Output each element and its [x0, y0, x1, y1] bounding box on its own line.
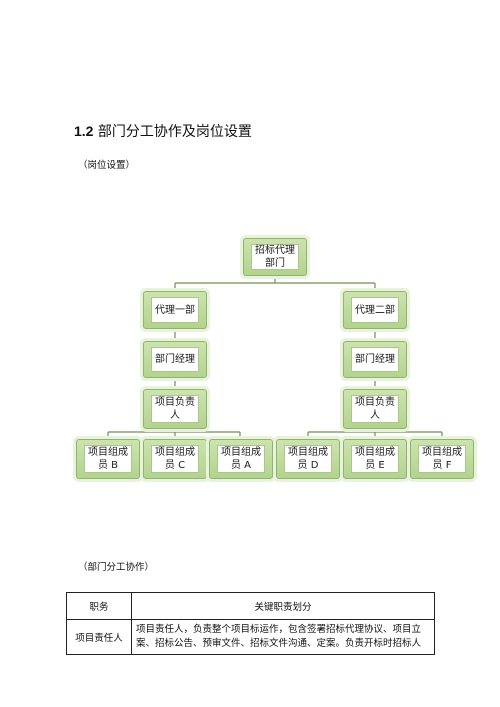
- duty-table-header-row: 职务 关键职责划分: [66, 592, 435, 620]
- org-node-member-a-label: 项目组成员 A: [217, 445, 265, 473]
- org-node-manager-2: 部门经理: [343, 341, 407, 378]
- org-node-dept-1-label: 代理一部: [151, 297, 199, 323]
- org-node-member-f-label: 项目组成员 F: [418, 445, 466, 473]
- posts-label: （岗位设置）: [78, 160, 136, 171]
- section-heading: 1.2 部门分工协作及岗位设置: [74, 121, 252, 141]
- duty-table: 职务 关键职责划分 项目责任人 项目责任人，负责整个项目标运作，包含签署招标代理…: [66, 592, 435, 655]
- org-node-root-label: 招标代理部门: [251, 244, 299, 270]
- duty-desc-cell: 项目责任人，负责整个项目标运作，包含签署招标代理协议、项目立案、招标公告、预审文…: [131, 619, 435, 655]
- section-number: 1.2: [74, 123, 94, 139]
- org-node-member-f: 项目组成员 F: [410, 439, 474, 479]
- org-node-manager-1: 部门经理: [143, 341, 207, 378]
- table-row: 项目责任人 项目责任人，负责整个项目标运作，包含签署招标代理协议、项目立案、招标…: [66, 619, 435, 655]
- org-node-dept-2: 代理二部: [343, 291, 407, 329]
- org-node-lead-2: 项目负责人: [343, 389, 407, 429]
- org-node-member-b: 项目组成员 B: [76, 439, 140, 479]
- org-node-member-c-label: 项目组成员 C: [151, 445, 199, 473]
- org-node-lead-1-label: 项目负责人: [151, 395, 199, 423]
- org-node-dept-2-label: 代理二部: [351, 297, 399, 323]
- org-node-manager-2-label: 部门经理: [351, 347, 399, 372]
- org-node-member-e: 项目组成员 E: [343, 439, 407, 479]
- org-node-dept-1: 代理一部: [143, 291, 207, 329]
- duty-role-cell: 项目责任人: [66, 619, 132, 655]
- org-node-member-c: 项目组成员 C: [143, 439, 207, 479]
- duty-table-header-role: 职务: [66, 592, 132, 620]
- org-node-member-e-label: 项目组成员 E: [351, 445, 399, 473]
- org-node-lead-2-label: 项目负责人: [351, 395, 399, 423]
- collab-label: （部门分工协作）: [78, 562, 155, 573]
- org-node-manager-1-label: 部门经理: [151, 347, 199, 372]
- org-node-lead-1: 项目负责人: [143, 389, 207, 429]
- org-node-member-a: 项目组成员 A: [209, 439, 273, 479]
- org-node-member-d: 项目组成员 D: [276, 439, 340, 479]
- org-node-member-d-label: 项目组成员 D: [284, 445, 332, 473]
- org-node-root: 招标代理部门: [243, 238, 307, 276]
- org-node-member-b-label: 项目组成员 B: [84, 445, 132, 473]
- section-title: 部门分工协作及岗位设置: [93, 124, 252, 140]
- duty-table-header-desc: 关键职责划分: [131, 592, 435, 620]
